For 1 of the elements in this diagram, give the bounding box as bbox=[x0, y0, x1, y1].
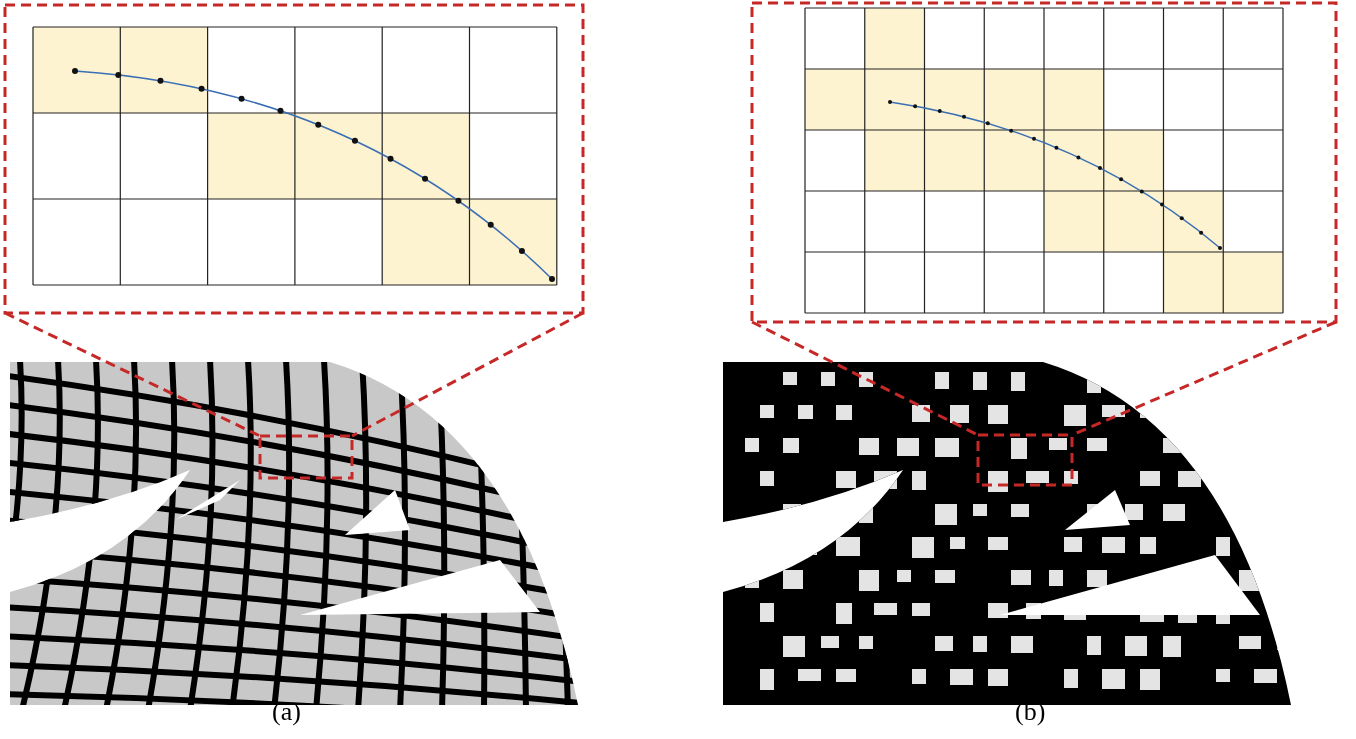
panel-label: (a) bbox=[272, 697, 301, 727]
